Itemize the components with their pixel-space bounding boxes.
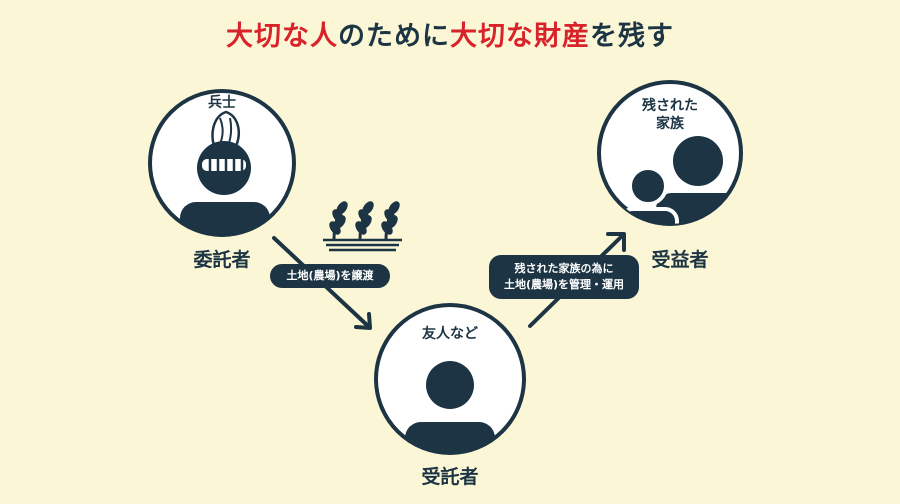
trustee-circle-label: 友人など (422, 326, 478, 342)
person-silhouette-icon (405, 361, 495, 453)
page-title: 大切な人のために大切な財産を残す (0, 14, 900, 53)
manage-label-pill: 残された家族の為に 土地(農場)を管理・運用 (489, 255, 639, 299)
title-part-1: 大切な人 (226, 21, 338, 52)
manage-label-line1: 残された家族の為に (514, 262, 614, 275)
beneficiary-circle-label-line1: 残された (642, 98, 698, 114)
knight-soldier-icon (180, 110, 270, 235)
title-part-2: のために (338, 21, 450, 52)
title-part-4: を残す (590, 21, 674, 52)
settlor-circle-label: 兵士 (208, 95, 236, 111)
manage-label-line2: 土地(農場)を管理・運用 (503, 278, 625, 291)
settlor-role-label: 委託者 (193, 249, 251, 271)
wheat-field-icon (323, 201, 402, 252)
beneficiary-role-label: 受益者 (651, 249, 709, 271)
beneficiary-circle-label-line2: 家族 (656, 116, 684, 132)
trustee-role-label: 受託者 (421, 466, 479, 488)
beneficiary-circle-label: 残された 家族 (630, 97, 710, 133)
transfer-label-pill: 土地(農場)を譲渡 (270, 264, 390, 288)
trustee-circle (374, 303, 526, 455)
title-part-3: 大切な財産 (450, 21, 590, 52)
settlor-circle (148, 89, 296, 237)
